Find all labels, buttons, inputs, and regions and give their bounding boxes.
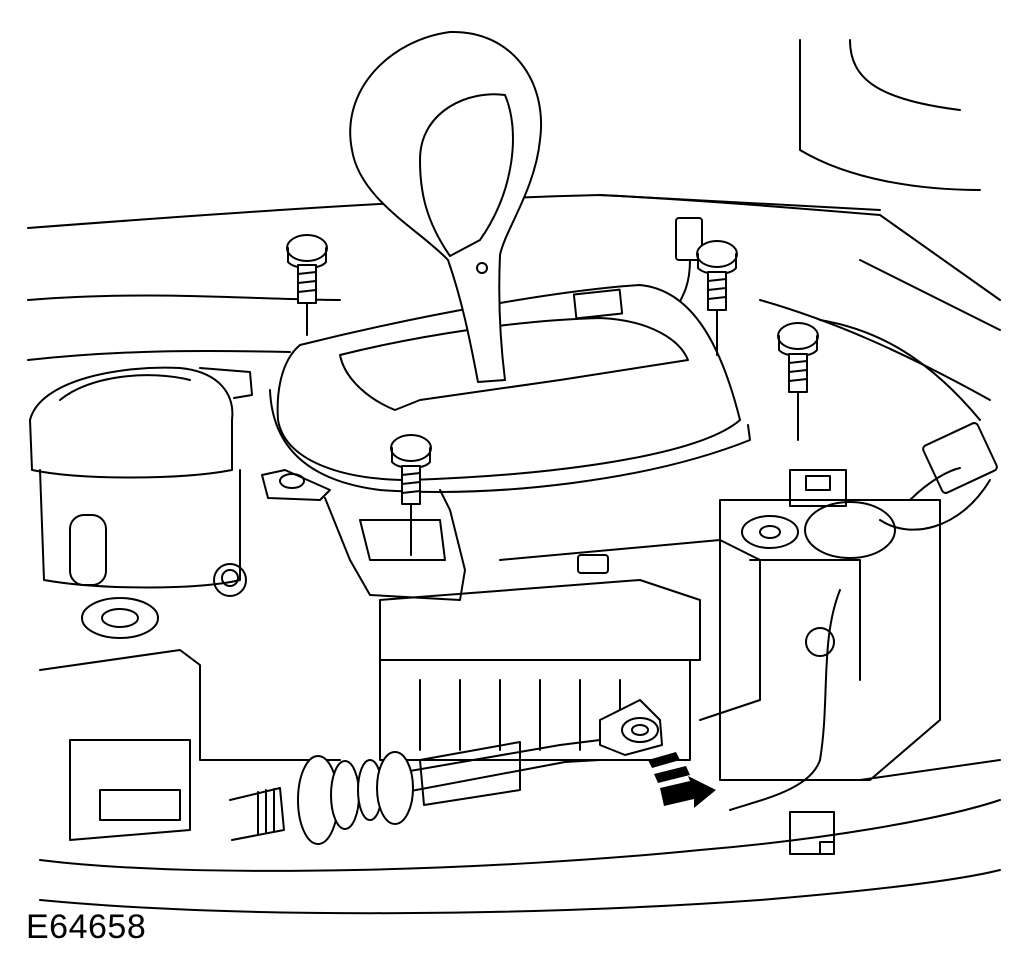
direction-arrow-icon (648, 752, 716, 808)
selector-cover (262, 285, 750, 600)
bolt-icon (778, 323, 818, 440)
bolt-icon (391, 435, 431, 555)
selector-housing (40, 470, 1000, 913)
gear-lever (350, 32, 541, 382)
figure-id-label: E64658 (26, 908, 147, 946)
console-trim (28, 40, 1000, 420)
bolt-icon (287, 235, 327, 335)
bolt-icon (697, 241, 737, 355)
selector-cable (230, 700, 662, 844)
cup-holder (30, 368, 252, 638)
